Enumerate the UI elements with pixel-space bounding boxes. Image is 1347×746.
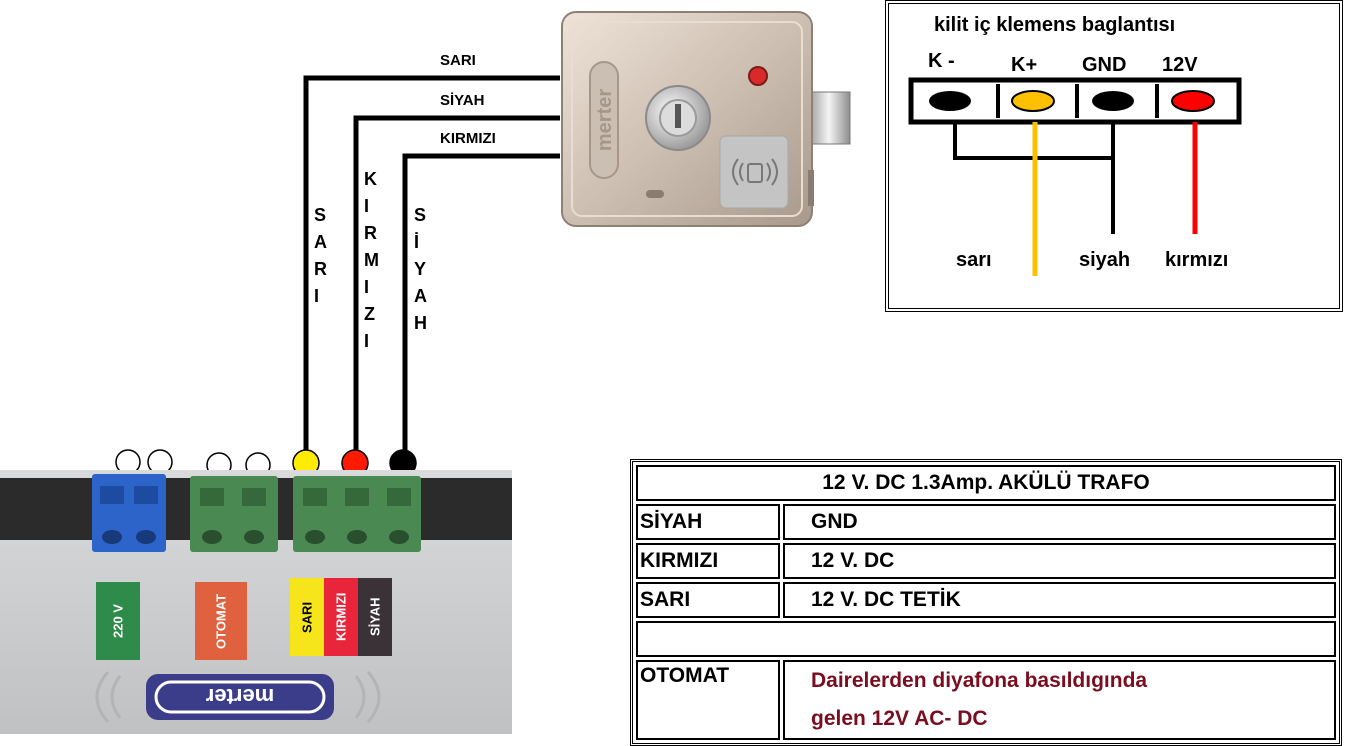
svg-text:merter: merter bbox=[594, 89, 616, 151]
pin-label-12v: 12V bbox=[1162, 54, 1198, 76]
table-empty-row bbox=[636, 621, 1336, 657]
pin-k-plus bbox=[1011, 90, 1055, 112]
device-label-220v: 220 V bbox=[96, 582, 140, 660]
device-label-sari: SARI bbox=[290, 578, 324, 656]
pin-gnd bbox=[1092, 91, 1134, 111]
vertical-label-siyah: S İ Y A H bbox=[414, 205, 427, 333]
empty-cell bbox=[636, 621, 1336, 657]
power-supply-device: 220 V OTOMAT SARI KIRMIZI SİYAH merter bbox=[0, 470, 512, 734]
pin-label-k-minus: K - bbox=[928, 50, 955, 72]
row-name-otomat: OTOMAT bbox=[636, 660, 780, 740]
table-row: KIRMIZI 12 V. DC bbox=[636, 543, 1336, 579]
box-label-siyah: siyah bbox=[1079, 249, 1131, 271]
row-value-gnd: GND bbox=[783, 504, 1336, 540]
pin-12v bbox=[1171, 90, 1215, 112]
svg-text:merter: merter bbox=[205, 684, 274, 709]
row-value-tetik: 12 V. DC TETİK bbox=[783, 582, 1336, 618]
table-row: OTOMAT Dairelerden diyafona basıldıgında… bbox=[636, 660, 1336, 740]
vertical-label-sari: S A R I bbox=[314, 205, 327, 306]
pin-k-minus bbox=[929, 91, 971, 111]
table-header: 12 V. DC 1.3Amp. AKÜLÜ TRAFO bbox=[636, 465, 1336, 501]
terminal-box-title: kilit iç klemens baglantısı bbox=[934, 14, 1176, 36]
pin-label-k-plus: K+ bbox=[1011, 54, 1038, 76]
kirmizi-wire bbox=[353, 115, 560, 455]
wire-label-kirmizi: KIRMIZI bbox=[440, 130, 496, 147]
wire-label-sari: SARI bbox=[440, 52, 476, 69]
table-row: SİYAH GND bbox=[636, 504, 1336, 540]
pin-label-gnd: GND bbox=[1082, 54, 1127, 76]
lock-led-indicator bbox=[748, 66, 768, 86]
row-name-kirmizi: KIRMIZI bbox=[636, 543, 780, 579]
device-label-otomat: OTOMAT bbox=[195, 582, 247, 660]
sari-wire bbox=[303, 75, 560, 455]
terminal-block-green-2 bbox=[190, 476, 278, 552]
lock-image: merter bbox=[561, 11, 851, 227]
siyah-wire bbox=[402, 153, 560, 455]
vertical-label-kirmizi: K I R M I Z I bbox=[364, 169, 379, 351]
rfid-contactless-icon bbox=[719, 135, 789, 209]
box-label-sari: sarı bbox=[956, 249, 992, 271]
device-brand-logo: merter bbox=[95, 671, 381, 723]
spec-table: 12 V. DC 1.3Amp. AKÜLÜ TRAFO SİYAH GND K… bbox=[630, 459, 1342, 746]
table-header-row: 12 V. DC 1.3Amp. AKÜLÜ TRAFO bbox=[636, 465, 1336, 501]
row-value-otomat: Dairelerden diyafona basıldıgında gelen … bbox=[783, 660, 1336, 740]
device-label-siyah: SİYAH bbox=[358, 578, 392, 656]
terminal-connector-diagram bbox=[908, 77, 1242, 276]
lock-brand-logo: merter bbox=[589, 61, 619, 179]
otomat-value-line2: gelen 12V AC- DC bbox=[811, 707, 988, 730]
lock-terminal-box: kilit iç klemens baglantısı K - K+ GND 1… bbox=[885, 0, 1343, 312]
terminal-block-blue bbox=[92, 474, 166, 552]
terminal-block-green-3 bbox=[293, 476, 421, 552]
row-name-sari: SARI bbox=[636, 582, 780, 618]
box-label-kirmizi: kırmızı bbox=[1165, 249, 1229, 271]
row-value-12v-dc: 12 V. DC bbox=[783, 543, 1336, 579]
wire-label-siyah: SİYAH bbox=[440, 92, 485, 109]
otomat-value-line1: Dairelerden diyafona basıldıgında bbox=[811, 669, 1148, 692]
device-label-kirmizi: KIRMIZI bbox=[324, 578, 358, 656]
table-row: SARI 12 V. DC TETİK bbox=[636, 582, 1336, 618]
row-name-siyah: SİYAH bbox=[636, 504, 780, 540]
